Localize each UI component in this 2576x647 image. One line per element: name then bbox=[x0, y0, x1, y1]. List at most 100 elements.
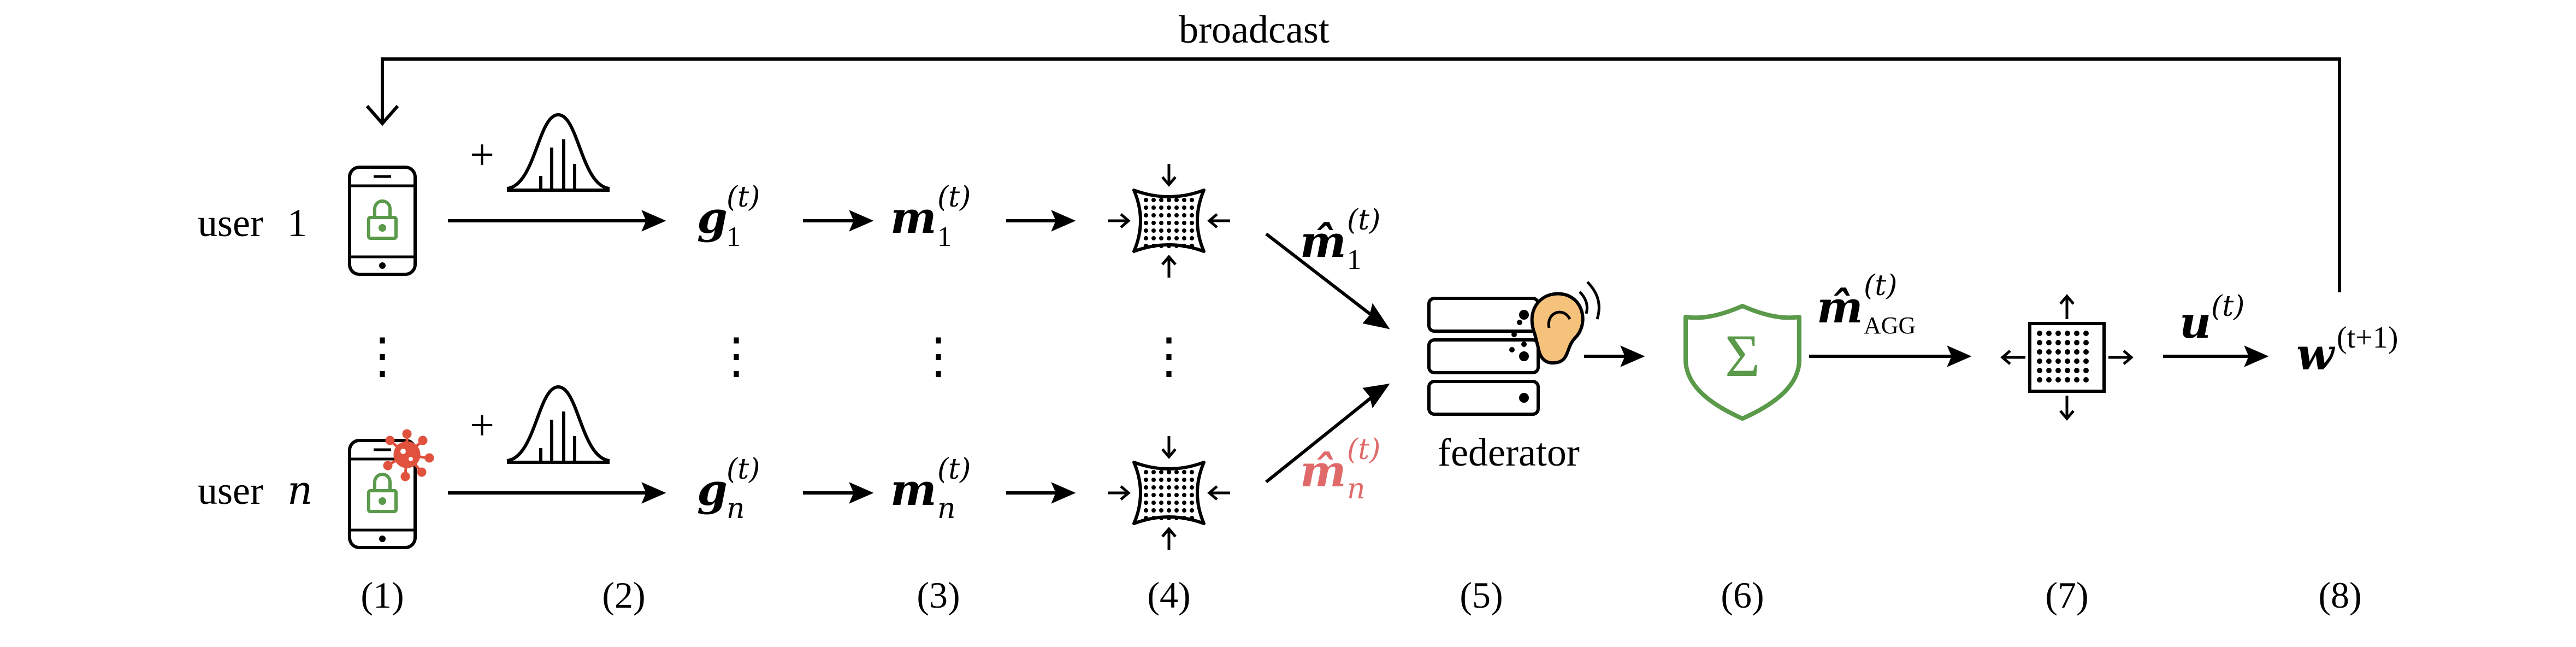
user-1-word: user bbox=[198, 201, 263, 245]
matrix-dot bbox=[1190, 221, 1194, 225]
broadcast-arrowhead bbox=[365, 105, 399, 126]
matrix-dot bbox=[1190, 485, 1194, 490]
matrix-dot bbox=[2037, 377, 2042, 383]
arrow-aggregator-to-decompress bbox=[1809, 345, 1972, 367]
matrix-dot bbox=[2037, 349, 2042, 355]
matrix-dot bbox=[1151, 198, 1156, 202]
mhat1-sub: 1 bbox=[1347, 244, 1361, 275]
matrix-dot bbox=[2055, 358, 2061, 364]
matrix-dot bbox=[1182, 493, 1186, 497]
matrix-dot bbox=[1174, 485, 1179, 490]
matrix-dot bbox=[1182, 478, 1186, 482]
broadcast-loop bbox=[365, 57, 2341, 292]
matrix-dot bbox=[1167, 493, 1171, 497]
step-label-5: (5) bbox=[1460, 574, 1503, 616]
ellipsis-gradients: ⋮ bbox=[712, 330, 761, 384]
math-w: w (t+1) bbox=[2296, 321, 2398, 380]
matrix-dot bbox=[1151, 228, 1156, 233]
matrix-dot bbox=[2065, 331, 2070, 336]
phone-lock-icon bbox=[348, 166, 417, 276]
matrix-dot bbox=[2046, 340, 2052, 345]
matrix-dot bbox=[1159, 228, 1163, 233]
arrowhead bbox=[1051, 482, 1076, 504]
math-mhatn-malicious: m̂ n (t) bbox=[1300, 433, 1380, 505]
gaussian-noise-icon bbox=[506, 385, 610, 464]
matrix-dot bbox=[1182, 228, 1186, 233]
matrix-dot bbox=[2037, 331, 2042, 336]
matrix-dot bbox=[2055, 368, 2061, 373]
ellipsis-models: ⋮ bbox=[914, 330, 963, 384]
matrix-dot bbox=[1190, 516, 1194, 520]
matrix-dot bbox=[1151, 236, 1156, 240]
sigma-symbol: Σ bbox=[1725, 322, 1760, 389]
shield-sum-icon: Σ bbox=[1683, 304, 1801, 421]
arrow-to-federator-bottom bbox=[1265, 383, 1390, 484]
matrix-dot bbox=[1151, 470, 1156, 474]
matrix-dot bbox=[1159, 493, 1163, 497]
matrix-dot bbox=[2065, 377, 2070, 383]
matrix-dot bbox=[1144, 516, 1148, 520]
matrix-dot bbox=[1167, 508, 1171, 513]
matrix-dot bbox=[1174, 236, 1179, 240]
matrix-dot bbox=[1190, 501, 1194, 505]
u-base: u bbox=[2179, 297, 2211, 348]
w-base: w bbox=[2296, 328, 2336, 380]
w-sup: (t+1) bbox=[2337, 321, 2398, 355]
arrows-row-1 bbox=[448, 210, 1076, 232]
ear-icon bbox=[1509, 281, 1600, 365]
matrix-dot bbox=[2074, 358, 2079, 364]
matrix-dot bbox=[1174, 501, 1179, 505]
matrix-dot bbox=[1190, 205, 1194, 210]
matrix-dot bbox=[2074, 368, 2079, 373]
matrix-dot bbox=[1144, 205, 1148, 210]
matrix-dot bbox=[2046, 349, 2052, 355]
mhat1-sup: (t) bbox=[1347, 204, 1380, 237]
matrix-dot bbox=[1182, 244, 1186, 248]
matrix-dot bbox=[1159, 478, 1163, 482]
matrix-dot bbox=[1182, 213, 1186, 217]
matrix-dot bbox=[2074, 331, 2079, 336]
mhatn-base: m̂ bbox=[1300, 445, 1346, 497]
arrowhead bbox=[849, 210, 874, 232]
mhat-agg-base: m̂ bbox=[1817, 281, 1863, 333]
step-label-4: (4) bbox=[1147, 574, 1190, 616]
gaussian-noise-icon bbox=[506, 113, 610, 192]
matrix-dot bbox=[1167, 221, 1171, 225]
step-labels: (1)(2)(3)(4)(5)(6)(7)(8) bbox=[361, 574, 2361, 616]
matrix-dot bbox=[2074, 340, 2079, 345]
matrix-dot bbox=[2083, 368, 2089, 373]
matrix-dot bbox=[1151, 493, 1156, 497]
matrix-dot bbox=[1167, 244, 1171, 248]
math-gn: g n (t) bbox=[697, 453, 760, 525]
gn-sup: (t) bbox=[726, 453, 760, 486]
matrix-dot bbox=[2046, 377, 2052, 383]
compress-matrix-icon bbox=[1108, 164, 1230, 278]
arrow-to-federator-top bbox=[1265, 232, 1390, 330]
matrix-dot bbox=[1182, 221, 1186, 225]
arrowhead bbox=[849, 482, 874, 504]
matrix-dot bbox=[2055, 377, 2061, 383]
step-label-6: (6) bbox=[1721, 574, 1764, 616]
mn-sub: n bbox=[937, 492, 956, 525]
matrix-dot bbox=[2055, 349, 2061, 355]
mhat1-base: m̂ bbox=[1300, 216, 1346, 267]
matrix-dot bbox=[1174, 470, 1179, 474]
matrix-dot bbox=[1182, 485, 1186, 490]
arrowhead bbox=[641, 482, 666, 504]
matrix-dot bbox=[1151, 478, 1156, 482]
matrix-dot bbox=[1167, 516, 1171, 520]
noise-addition-top: + bbox=[470, 113, 610, 192]
matrix-dot bbox=[1159, 508, 1163, 513]
matrix-dot bbox=[1144, 485, 1148, 490]
broadcast-line bbox=[381, 57, 2341, 292]
server-eavesdrop-icon bbox=[1427, 281, 1600, 416]
matrix-dot bbox=[1190, 493, 1194, 497]
matrix-dot bbox=[1167, 501, 1171, 505]
math-mn: m n (t) bbox=[890, 453, 971, 525]
noise-addition-bottom: + bbox=[470, 385, 610, 464]
math-g1: g 1 (t) bbox=[697, 181, 760, 252]
matrix-dot bbox=[2046, 358, 2052, 364]
matrix-dot bbox=[1144, 213, 1148, 217]
matrix-dot bbox=[1167, 213, 1171, 217]
mhatn-sub: n bbox=[1347, 473, 1366, 505]
